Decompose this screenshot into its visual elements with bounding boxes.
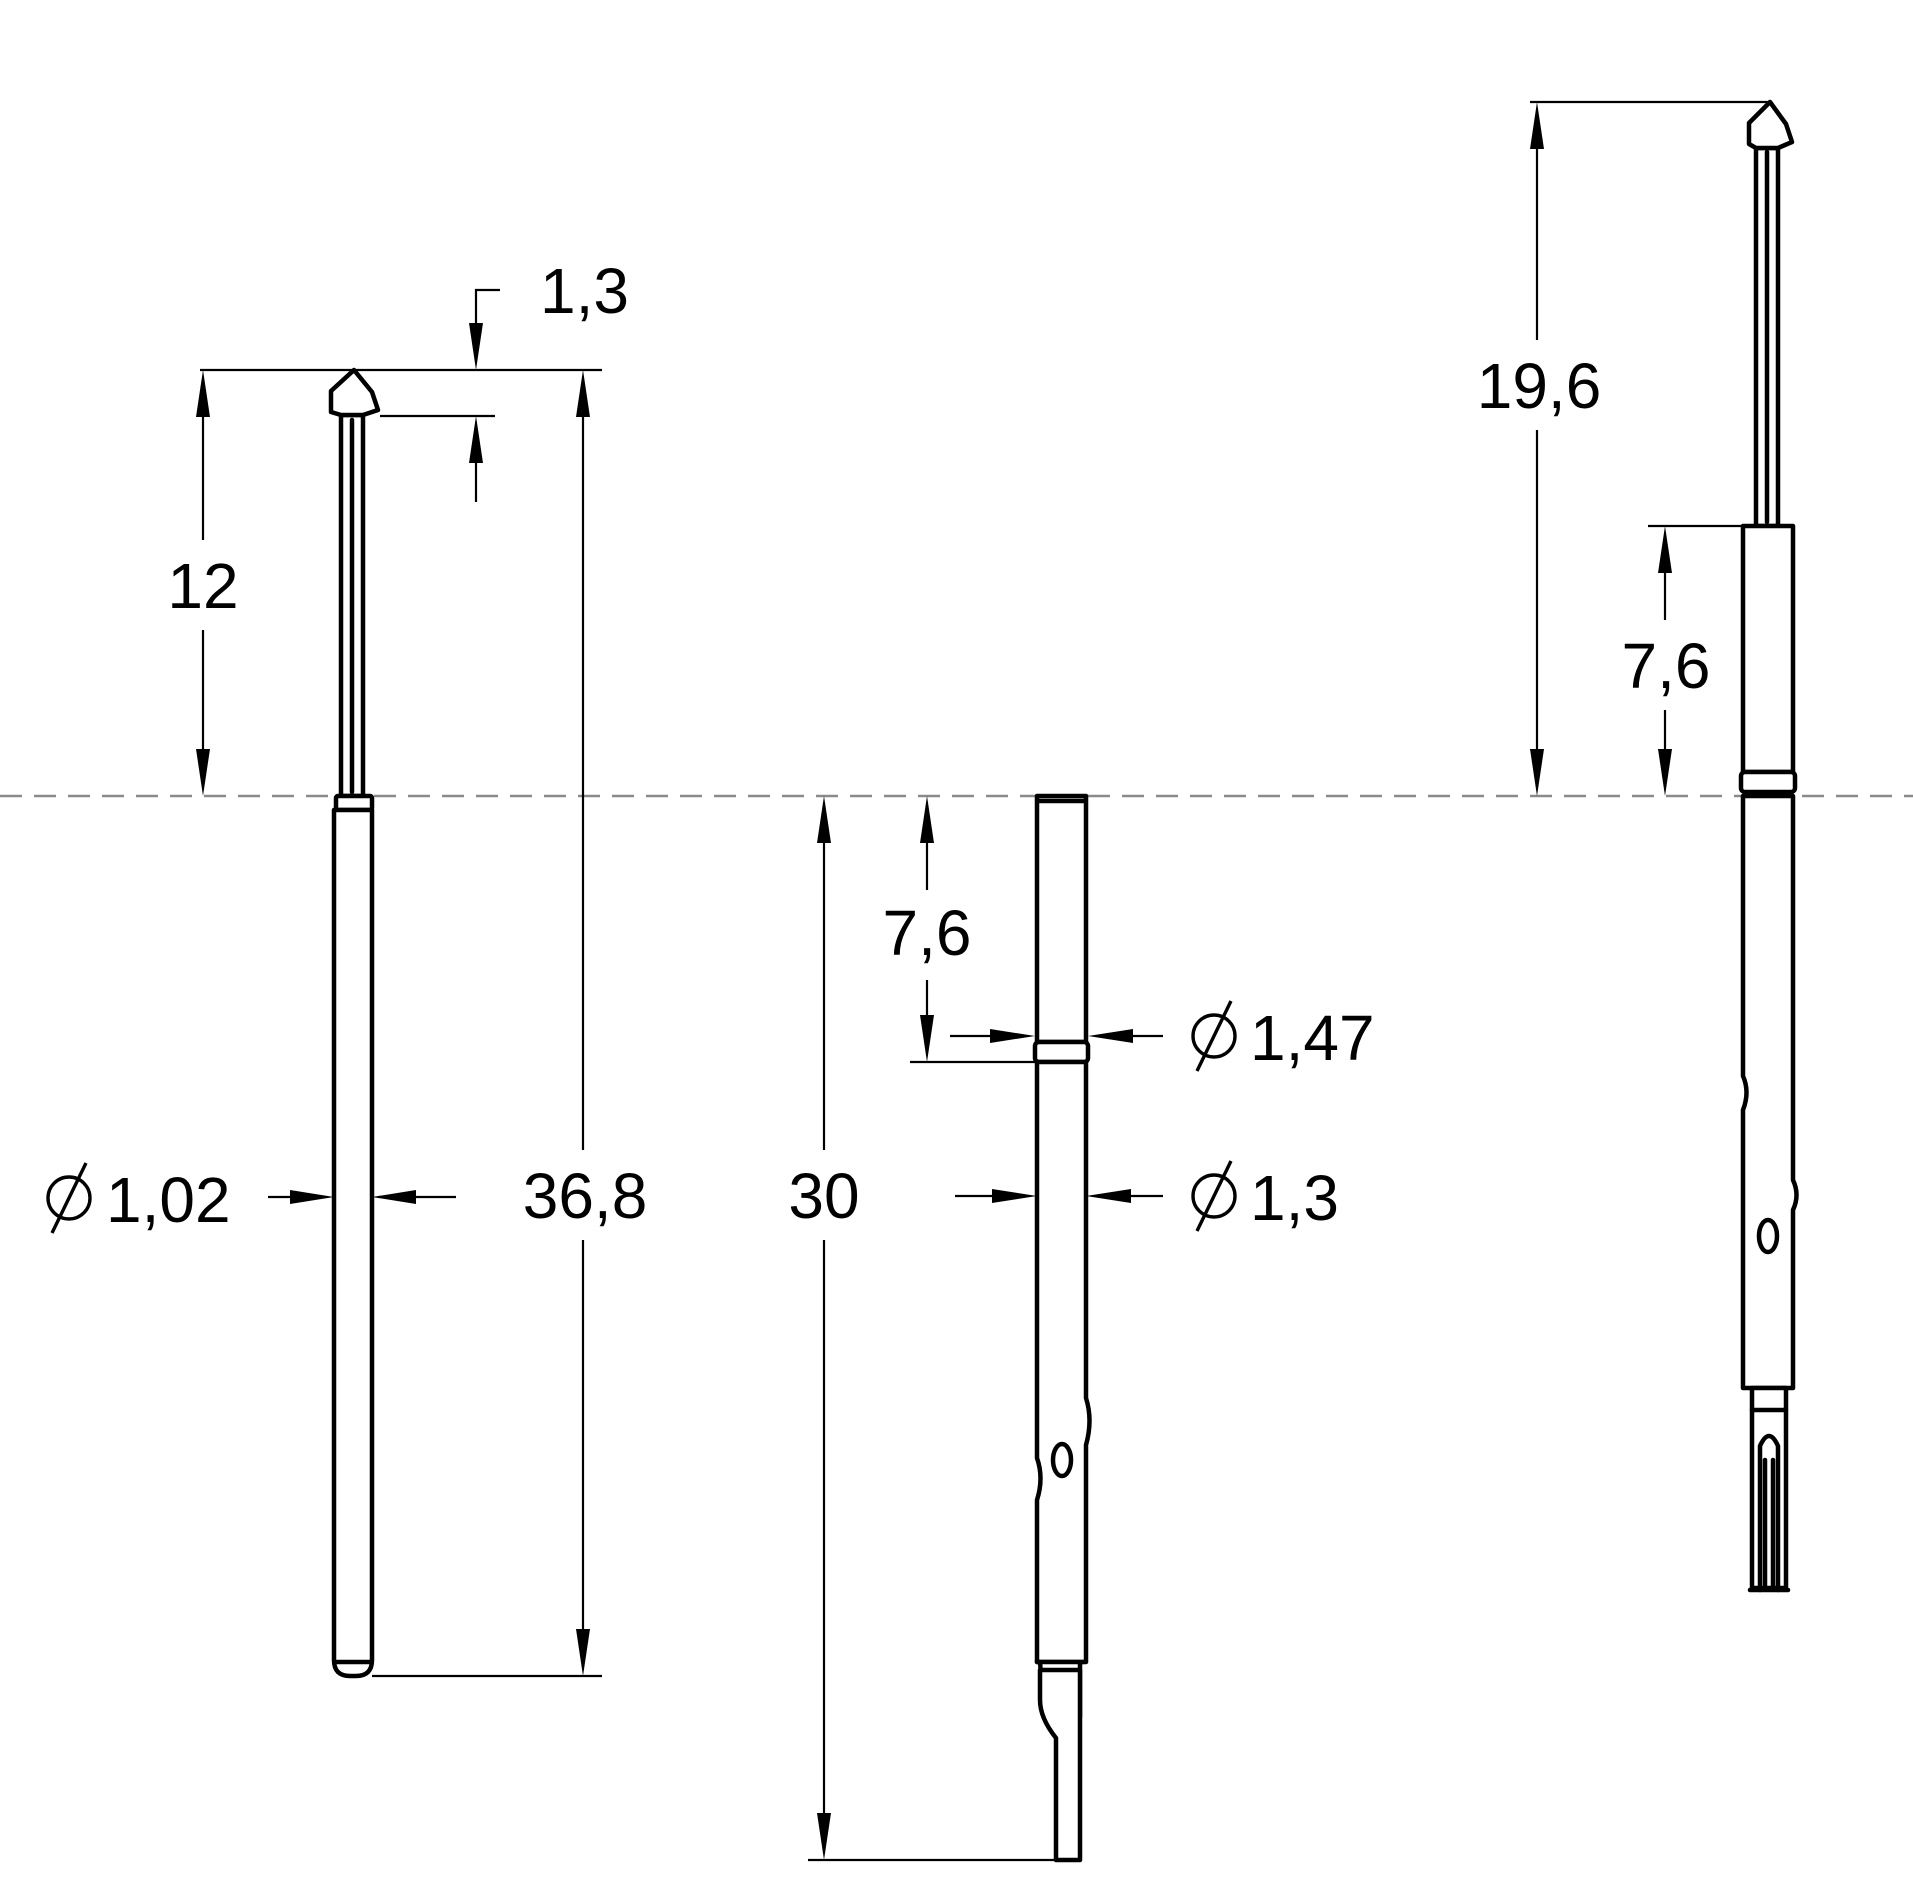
- dimension-label-barrel-ring-distance: 7,6: [883, 897, 972, 969]
- barrel-part: [1032, 793, 1092, 1863]
- barrel-lower: [1034, 1059, 1092, 1665]
- dimension-assembly-tip-height: 19,6: [1468, 100, 1770, 796]
- dimension-label-barrel-ring-diameter: 1,47: [1250, 1002, 1375, 1074]
- dimension-plunger-diameter: 1,02: [46, 1162, 456, 1236]
- assembly-hole: [1756, 1217, 1780, 1255]
- dimension-label-barrel-length: 30: [788, 1160, 859, 1232]
- dimension-label-assembly-ring-distance: 7,6: [1622, 630, 1711, 702]
- dimension-label-assembly-tip-height: 19,6: [1477, 350, 1602, 422]
- dimension-label-tip-offset: 1,3: [540, 255, 629, 327]
- dimension-label-plunger-length: 12: [167, 550, 238, 622]
- barrel-hole: [1050, 1441, 1074, 1479]
- assembly-tip: [1746, 99, 1795, 151]
- assembly-tail: [1749, 1385, 1789, 1591]
- diameter-symbol-icon: [1191, 1160, 1237, 1232]
- dimension-barrel-diameter: 1,3: [955, 1160, 1339, 1234]
- dimension-tip-offset: 1,3: [200, 255, 629, 502]
- barrel-tail-tip: [1037, 1667, 1083, 1863]
- plunger-tip: [328, 367, 381, 418]
- plunger-body: [331, 807, 375, 1679]
- assembly-barrel-lower: [1740, 793, 1799, 1391]
- diameter-symbol-icon: [46, 1162, 92, 1234]
- assembly-part: [1738, 99, 1799, 1593]
- barrel-ring: [1032, 1039, 1091, 1065]
- assembly-barrel-upper: [1740, 523, 1796, 775]
- dimension-assembly-ring-distance: 7,6: [1610, 524, 1743, 796]
- dimension-barrel-ring-distance: 7,6: [872, 796, 1037, 1064]
- assembly-ring: [1738, 769, 1798, 795]
- dimension-label-barrel-diameter: 1,3: [1250, 1162, 1339, 1234]
- dimension-barrel-ring-diameter: 1,47: [950, 1000, 1375, 1074]
- plunger-part: [328, 367, 381, 1679]
- dimension-label-plunger-total-length: 36,8: [523, 1160, 648, 1232]
- dimension-plunger-total-length: 36,8: [372, 370, 660, 1678]
- diameter-symbol-icon: [1191, 1000, 1237, 1072]
- dimension-label-plunger-diameter: 1,02: [106, 1164, 231, 1236]
- dimension-plunger-length: 12: [160, 370, 246, 796]
- dimension-barrel-length: 30: [772, 796, 1056, 1862]
- barrel-upper: [1034, 793, 1089, 1045]
